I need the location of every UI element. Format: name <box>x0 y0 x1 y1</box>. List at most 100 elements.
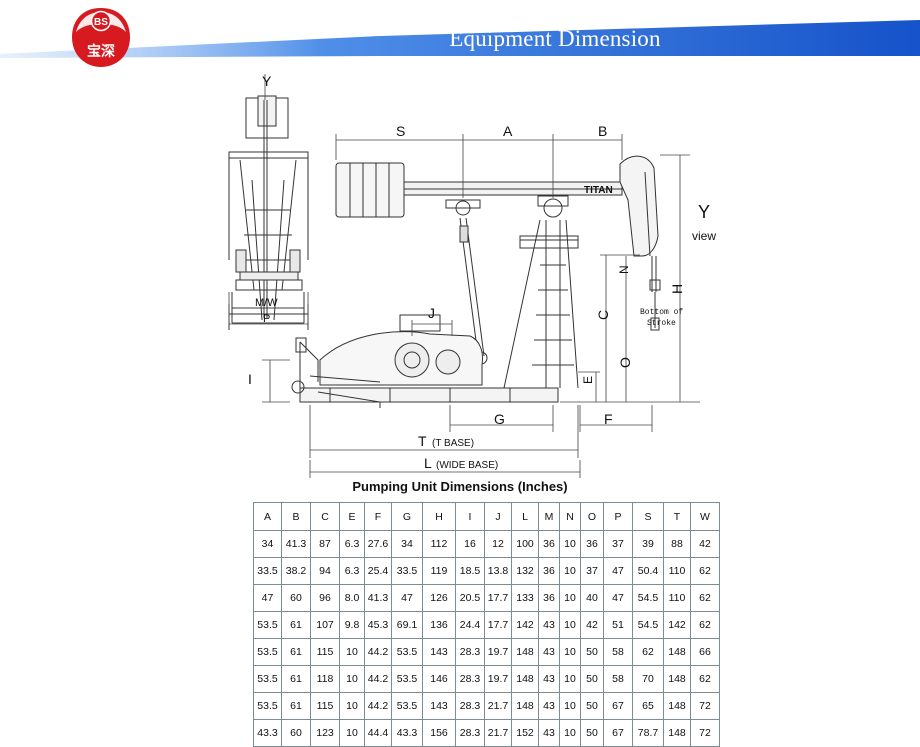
dim-label-t-note: (T BASE) <box>432 438 474 449</box>
table-cell: 10 <box>339 692 365 720</box>
dim-label-h: H <box>669 284 685 294</box>
table-cell: 17.7 <box>484 611 512 639</box>
table-cell: 62 <box>690 665 720 693</box>
table-cell: 62 <box>632 638 664 666</box>
brand-label: TITAN <box>584 185 613 196</box>
table-cell: 62 <box>690 584 720 612</box>
column-header: J <box>484 502 512 531</box>
page-title: Equipment Dimension <box>449 26 661 51</box>
table-cell: 10 <box>559 611 581 639</box>
table-cell: 156 <box>422 719 456 747</box>
table-cell: 10 <box>559 692 581 720</box>
side-view <box>291 155 661 408</box>
table-cell: 61 <box>281 692 311 720</box>
table-cell: 62 <box>690 611 720 639</box>
table-cell: 53.5 <box>253 638 282 666</box>
table-cell: 38.2 <box>281 557 311 585</box>
table-cell: 10 <box>559 584 581 612</box>
table-cell: 53.5 <box>391 665 423 693</box>
table-cell: 33.5 <box>391 557 423 585</box>
table-cell: 12 <box>484 530 512 558</box>
column-header: H <box>422 502 456 531</box>
table-cell: 148 <box>663 665 691 693</box>
table-cell: 41.3 <box>281 530 311 558</box>
table-cell: 96 <box>310 584 340 612</box>
table-cell: 118 <box>310 665 340 693</box>
table-cell: 43.3 <box>253 719 282 747</box>
table-cell: 61 <box>281 611 311 639</box>
table-cell: 13.8 <box>484 557 512 585</box>
table-cell: 20.5 <box>455 584 485 612</box>
table-cell: 36 <box>538 584 560 612</box>
table-cell: 47 <box>603 557 633 585</box>
table-cell: 43 <box>538 719 560 747</box>
table-cell: 28.3 <box>455 665 485 693</box>
table-cell: 72 <box>690 719 720 747</box>
table-cell: 126 <box>422 584 456 612</box>
table-cell: 53.5 <box>391 638 423 666</box>
table-cell: 6.3 <box>339 530 365 558</box>
dim-label-j: J <box>428 305 435 321</box>
dim-label-f: F <box>604 411 613 427</box>
logo-chinese-name: 宝深 <box>87 43 115 60</box>
table-cell: 65 <box>632 692 664 720</box>
header-bar <box>0 0 920 62</box>
table-cell: 10 <box>559 719 581 747</box>
table-cell: 119 <box>422 557 456 585</box>
table-cell: 33.5 <box>253 557 282 585</box>
table-cell: 61 <box>281 665 311 693</box>
table-cell: 123 <box>310 719 340 747</box>
column-header: B <box>281 502 311 531</box>
table-cell: 6.3 <box>339 557 365 585</box>
table-cell: 27.6 <box>364 530 392 558</box>
table-cell: 47 <box>391 584 423 612</box>
table-cell: 44.2 <box>364 692 392 720</box>
table-cell: 17.7 <box>484 584 512 612</box>
table-cell: 53.5 <box>391 692 423 720</box>
table-cell: 72 <box>690 692 720 720</box>
table-cell: 67 <box>603 692 633 720</box>
pumping-unit-drawing: Y M/W P S A B J C N H O E I G F T (T BAS… <box>228 73 716 478</box>
column-header: C <box>310 502 340 531</box>
column-header: F <box>364 502 392 531</box>
table-cell: 115 <box>310 638 340 666</box>
table-cell: 142 <box>663 611 691 639</box>
dim-label-a: A <box>503 123 513 139</box>
table-cell: 34 <box>391 530 423 558</box>
table-cell: 61 <box>281 638 311 666</box>
front-view-y-label: Y <box>262 73 272 89</box>
table-cell: 148 <box>511 665 539 693</box>
table-cell: 152 <box>511 719 539 747</box>
dim-label-c: C <box>595 310 611 320</box>
dim-label-n: N <box>617 265 631 274</box>
table-cell: 10 <box>559 665 581 693</box>
table-cell: 25.4 <box>364 557 392 585</box>
table-cell: 44.4 <box>364 719 392 747</box>
table-cell: 28.3 <box>455 692 485 720</box>
table-cell: 88 <box>663 530 691 558</box>
table-cell: 8.0 <box>339 584 365 612</box>
front-view-p-label: P <box>263 313 270 325</box>
table-cell: 10 <box>339 638 365 666</box>
table-cell: 87 <box>310 530 340 558</box>
table-cell: 10 <box>339 719 365 747</box>
table-cell: 53.5 <box>253 611 282 639</box>
table-cell: 148 <box>663 719 691 747</box>
table-cell: 62 <box>690 557 720 585</box>
table-cell: 148 <box>663 692 691 720</box>
table-cell: 50 <box>580 719 604 747</box>
table-cell: 21.7 <box>484 719 512 747</box>
bottom-of-stroke-label-2: Stroke <box>647 319 676 328</box>
table-cell: 69.1 <box>391 611 423 639</box>
table-cell: 53.5 <box>253 692 282 720</box>
table-cell: 112 <box>422 530 456 558</box>
table-cell: 43 <box>538 638 560 666</box>
table-cell: 42 <box>690 530 720 558</box>
header-banner-graphic <box>0 10 920 62</box>
bottom-of-stroke-label-1: Bottom of <box>640 308 683 317</box>
table-cell: 44.2 <box>364 665 392 693</box>
